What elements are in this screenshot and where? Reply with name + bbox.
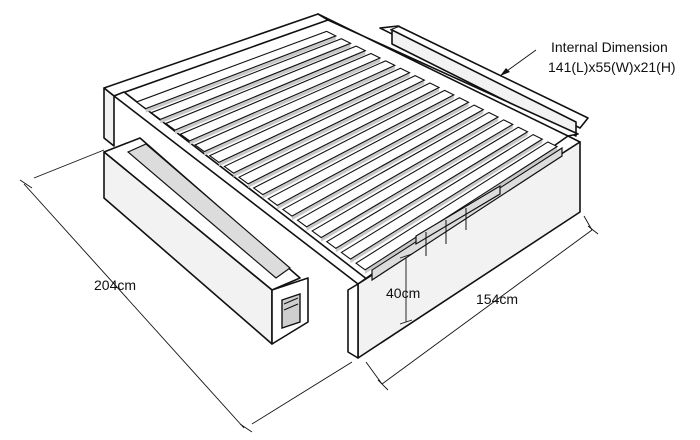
slat-shadow — [233, 80, 425, 178]
slat-shadow — [350, 139, 543, 264]
slat — [237, 82, 441, 185]
slat — [281, 104, 485, 217]
slat-shadow — [306, 117, 499, 231]
slat-shadow — [248, 87, 440, 188]
slat-shadow — [174, 50, 366, 135]
slat-shadow — [321, 124, 513, 242]
slat — [296, 111, 500, 228]
dimension-length-line — [19, 149, 353, 433]
slat — [325, 126, 529, 250]
slat — [340, 133, 544, 260]
slat — [164, 45, 367, 131]
slat — [311, 119, 514, 239]
slat — [194, 60, 397, 153]
slat-shadow — [277, 102, 469, 210]
slat — [135, 30, 338, 110]
slat-shadow — [218, 72, 410, 167]
slat-shadow — [291, 109, 484, 221]
slat — [179, 52, 382, 142]
dimension-height-line — [399, 253, 413, 325]
drawer-left-panel — [103, 137, 309, 345]
slat-shadow — [189, 58, 381, 145]
slat — [208, 67, 411, 163]
slat — [150, 38, 352, 120]
slat — [355, 141, 559, 271]
length-label: 204cm — [94, 277, 136, 293]
slat-shadow — [335, 131, 528, 253]
slat — [223, 74, 426, 174]
internal-dimension-title: Internal Dimension — [551, 39, 668, 55]
under-supports — [415, 184, 501, 256]
height-label: 40cm — [386, 285, 420, 301]
slat-shadow — [145, 35, 336, 113]
back-right-frame — [379, 25, 589, 137]
internal-pointer — [499, 49, 537, 77]
width-label: 154cm — [476, 291, 518, 307]
internal-dimension-value: 141(L)x55(W)x21(H) — [548, 59, 676, 75]
slat — [252, 89, 456, 196]
slat-shadow — [262, 94, 454, 199]
slats — [135, 30, 559, 274]
slat — [267, 97, 470, 206]
slat-shadow — [160, 43, 351, 124]
dimension-width-line — [365, 215, 599, 391]
slat-shadow — [204, 65, 395, 156]
